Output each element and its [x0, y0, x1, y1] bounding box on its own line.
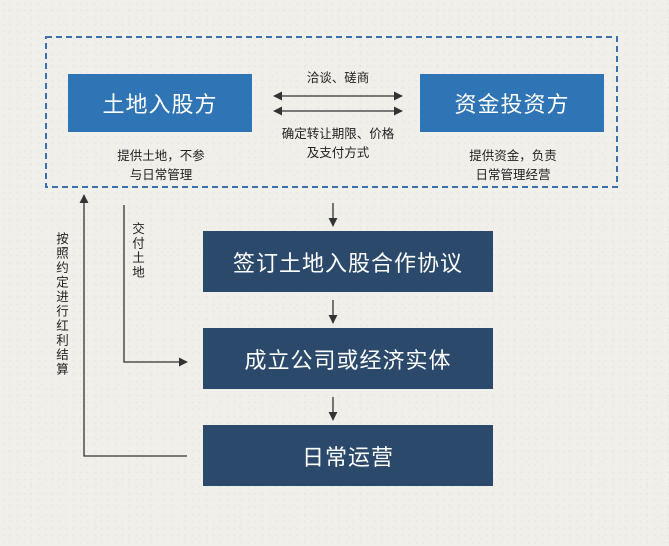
- land-party-role: 提供土地，不参 与日常管理: [86, 146, 236, 184]
- land-party-role-line1: 提供土地，不参: [117, 148, 205, 163]
- settlement-connector: [79, 194, 187, 457]
- investor-party-role-line2: 日常管理经营: [475, 167, 551, 182]
- step-establish-company: 成立公司或经济实体: [203, 328, 493, 389]
- step-label: 成立公司或经济实体: [244, 348, 452, 374]
- land-party-title: 土地入股方: [102, 93, 218, 118]
- step-sign-agreement: 签订土地入股合作协议: [203, 231, 493, 292]
- land-party-role-line2: 与日常管理: [129, 167, 193, 182]
- deliver-land-label: 交付土地: [130, 222, 145, 280]
- terms-line2: 及支付方式: [306, 145, 370, 160]
- terms-line1: 确定转让期限、价格: [281, 126, 395, 141]
- negotiation-label: 洽谈、磋商: [306, 70, 370, 85]
- step-label: 日常运营: [301, 445, 394, 471]
- deliver-land-connector: [123, 205, 188, 367]
- terms-label: 确定转让期限、价格 及支付方式: [258, 124, 418, 162]
- land-party-box: 土地入股方: [68, 74, 252, 132]
- party-group-border: [45, 36, 618, 188]
- settlement-label: 按照约定进行红利结算: [54, 232, 69, 377]
- investor-party-box: 资金投资方: [420, 74, 604, 132]
- step-daily-operation: 日常运营: [203, 425, 493, 486]
- investor-party-role-line1: 提供资金，负责: [469, 148, 557, 163]
- investor-party-title: 资金投资方: [454, 93, 570, 118]
- step-label: 签订土地入股合作协议: [232, 251, 463, 277]
- investor-party-role: 提供资金，负责 日常管理经营: [438, 146, 588, 184]
